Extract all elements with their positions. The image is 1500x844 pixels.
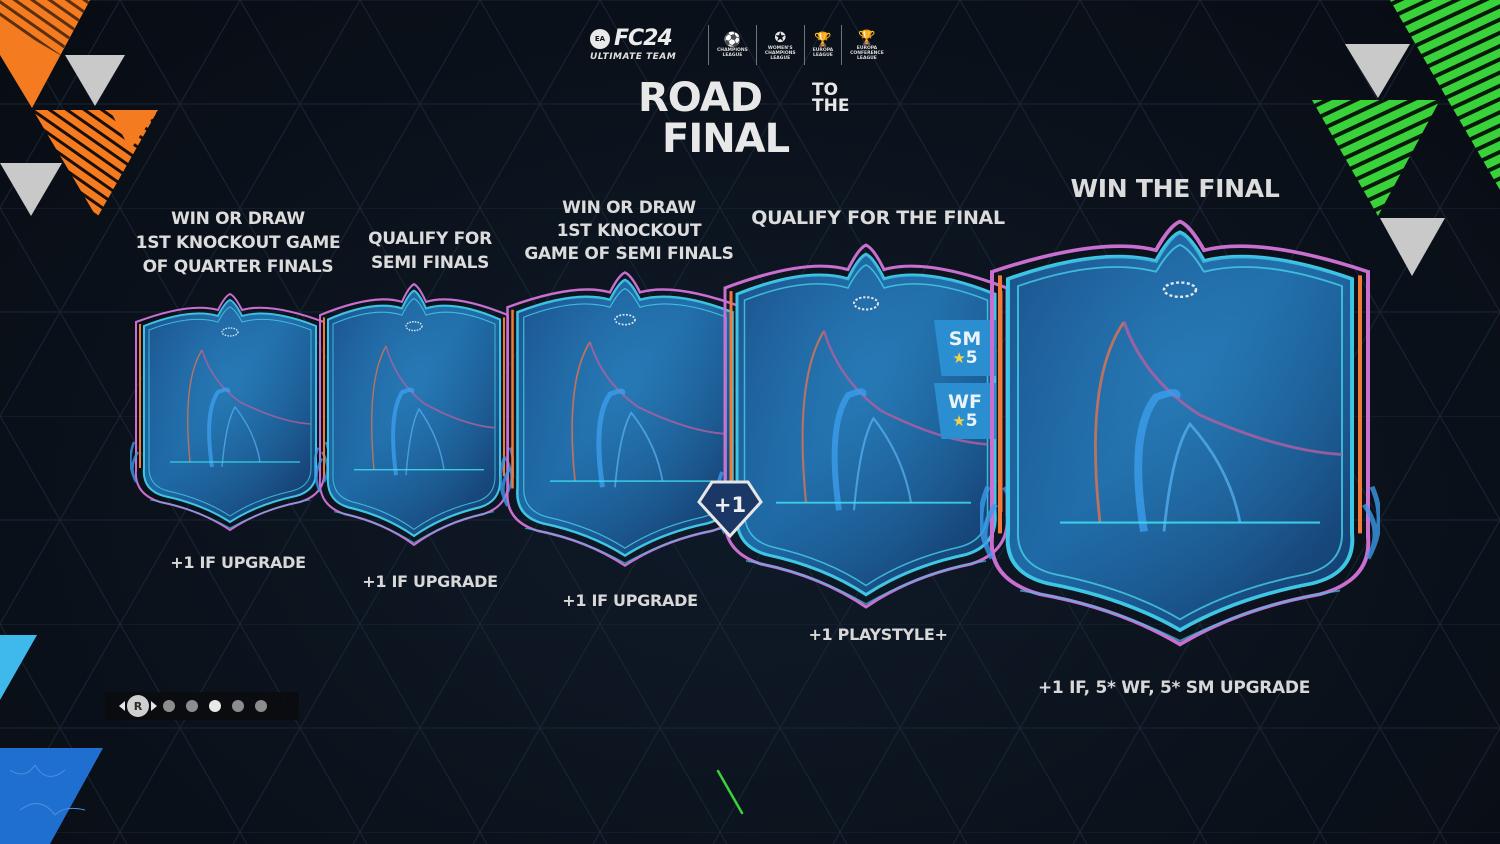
star-icon: ★ xyxy=(952,411,966,430)
page-dot-3-active[interactable] xyxy=(209,700,221,712)
header-logos: EA FC24 ULTIMATE TEAM ⚽ CHAMPIONS LEAGUE… xyxy=(590,24,892,66)
skill-moves-badge: SM ★5 xyxy=(934,320,996,376)
chevron-right-icon[interactable] xyxy=(151,701,157,711)
page-dot-5[interactable] xyxy=(255,700,267,712)
title-road: ROAD xyxy=(638,75,763,121)
orange-triangle-decoration xyxy=(0,0,158,218)
weak-foot-badge: WF ★5 xyxy=(934,383,996,439)
stage-1-requirement: WIN OR DRAW 1ST KNOCKOUT GAME OF QUARTER… xyxy=(135,209,341,277)
star-icon: ★ xyxy=(952,348,966,367)
stage-5-reward: +1 IF, 5* WF, 5* SM UPGRADE xyxy=(1037,678,1311,698)
ea-fc24-logo: EA FC24 ULTIMATE TEAM xyxy=(590,28,700,62)
womens-champions-league-logo: ✪ WOMEN'S CHAMPIONS LEAGUE xyxy=(755,25,804,65)
stage-4-reward: +1 PLAYSTYLE+ xyxy=(808,625,948,644)
champions-league-logo: ⚽ CHAMPIONS LEAGUE xyxy=(708,25,756,65)
stage-2-reward: +1 IF UPGRADE xyxy=(362,572,498,591)
cursor-streak xyxy=(716,769,744,815)
conference-league-trophy-icon: 🏆 xyxy=(858,29,876,46)
stage-5-card[interactable] xyxy=(980,218,1380,648)
stage-5-requirement: WIN THE FINAL xyxy=(1070,174,1280,203)
ea-badge-icon: EA xyxy=(590,29,610,49)
page-dot-1[interactable] xyxy=(163,700,175,712)
stage-2-card[interactable] xyxy=(314,282,514,547)
chevron-left-icon[interactable] xyxy=(119,701,125,711)
womens-champions-league-icon: ✪ xyxy=(774,29,787,46)
green-triangle-decoration xyxy=(1312,0,1500,276)
champions-league-ball-icon: ⚽ xyxy=(723,32,742,48)
conference-league-logo: 🏆 EUROPA CONFERENCE LEAGUE xyxy=(841,25,892,65)
diamond-icon xyxy=(697,480,763,539)
r-button-prompt[interactable]: R xyxy=(127,695,149,717)
page-dot-4[interactable] xyxy=(232,700,244,712)
stage-2-requirement: QUALIFY FOR SEMI FINALS xyxy=(368,229,492,273)
stage-1-reward: +1 IF UPGRADE xyxy=(170,553,306,572)
playstyle-plus-badge: +1 xyxy=(696,478,764,540)
europa-league-trophy-icon: 🏆 xyxy=(814,32,832,48)
title-final: FINAL xyxy=(662,116,790,162)
page-indicator: R xyxy=(105,692,299,720)
stage-3-requirement: WIN OR DRAW 1ST KNOCKOUT GAME OF SEMI FI… xyxy=(524,198,734,264)
game-mode: ULTIMATE TEAM xyxy=(590,52,677,62)
stage-3-reward: +1 IF UPGRADE xyxy=(562,591,698,610)
blue-triangle-decoration xyxy=(0,635,103,844)
stage-1-card[interactable] xyxy=(130,292,330,532)
title-to-the: TO THE xyxy=(812,80,850,116)
stage-4-requirement: QUALIFY FOR THE FINAL xyxy=(751,207,1005,229)
page-dot-2[interactable] xyxy=(186,700,198,712)
game-name: FC24 xyxy=(614,26,673,51)
europa-league-logo: 🏆 EUROPA LEAGUE xyxy=(803,25,841,65)
